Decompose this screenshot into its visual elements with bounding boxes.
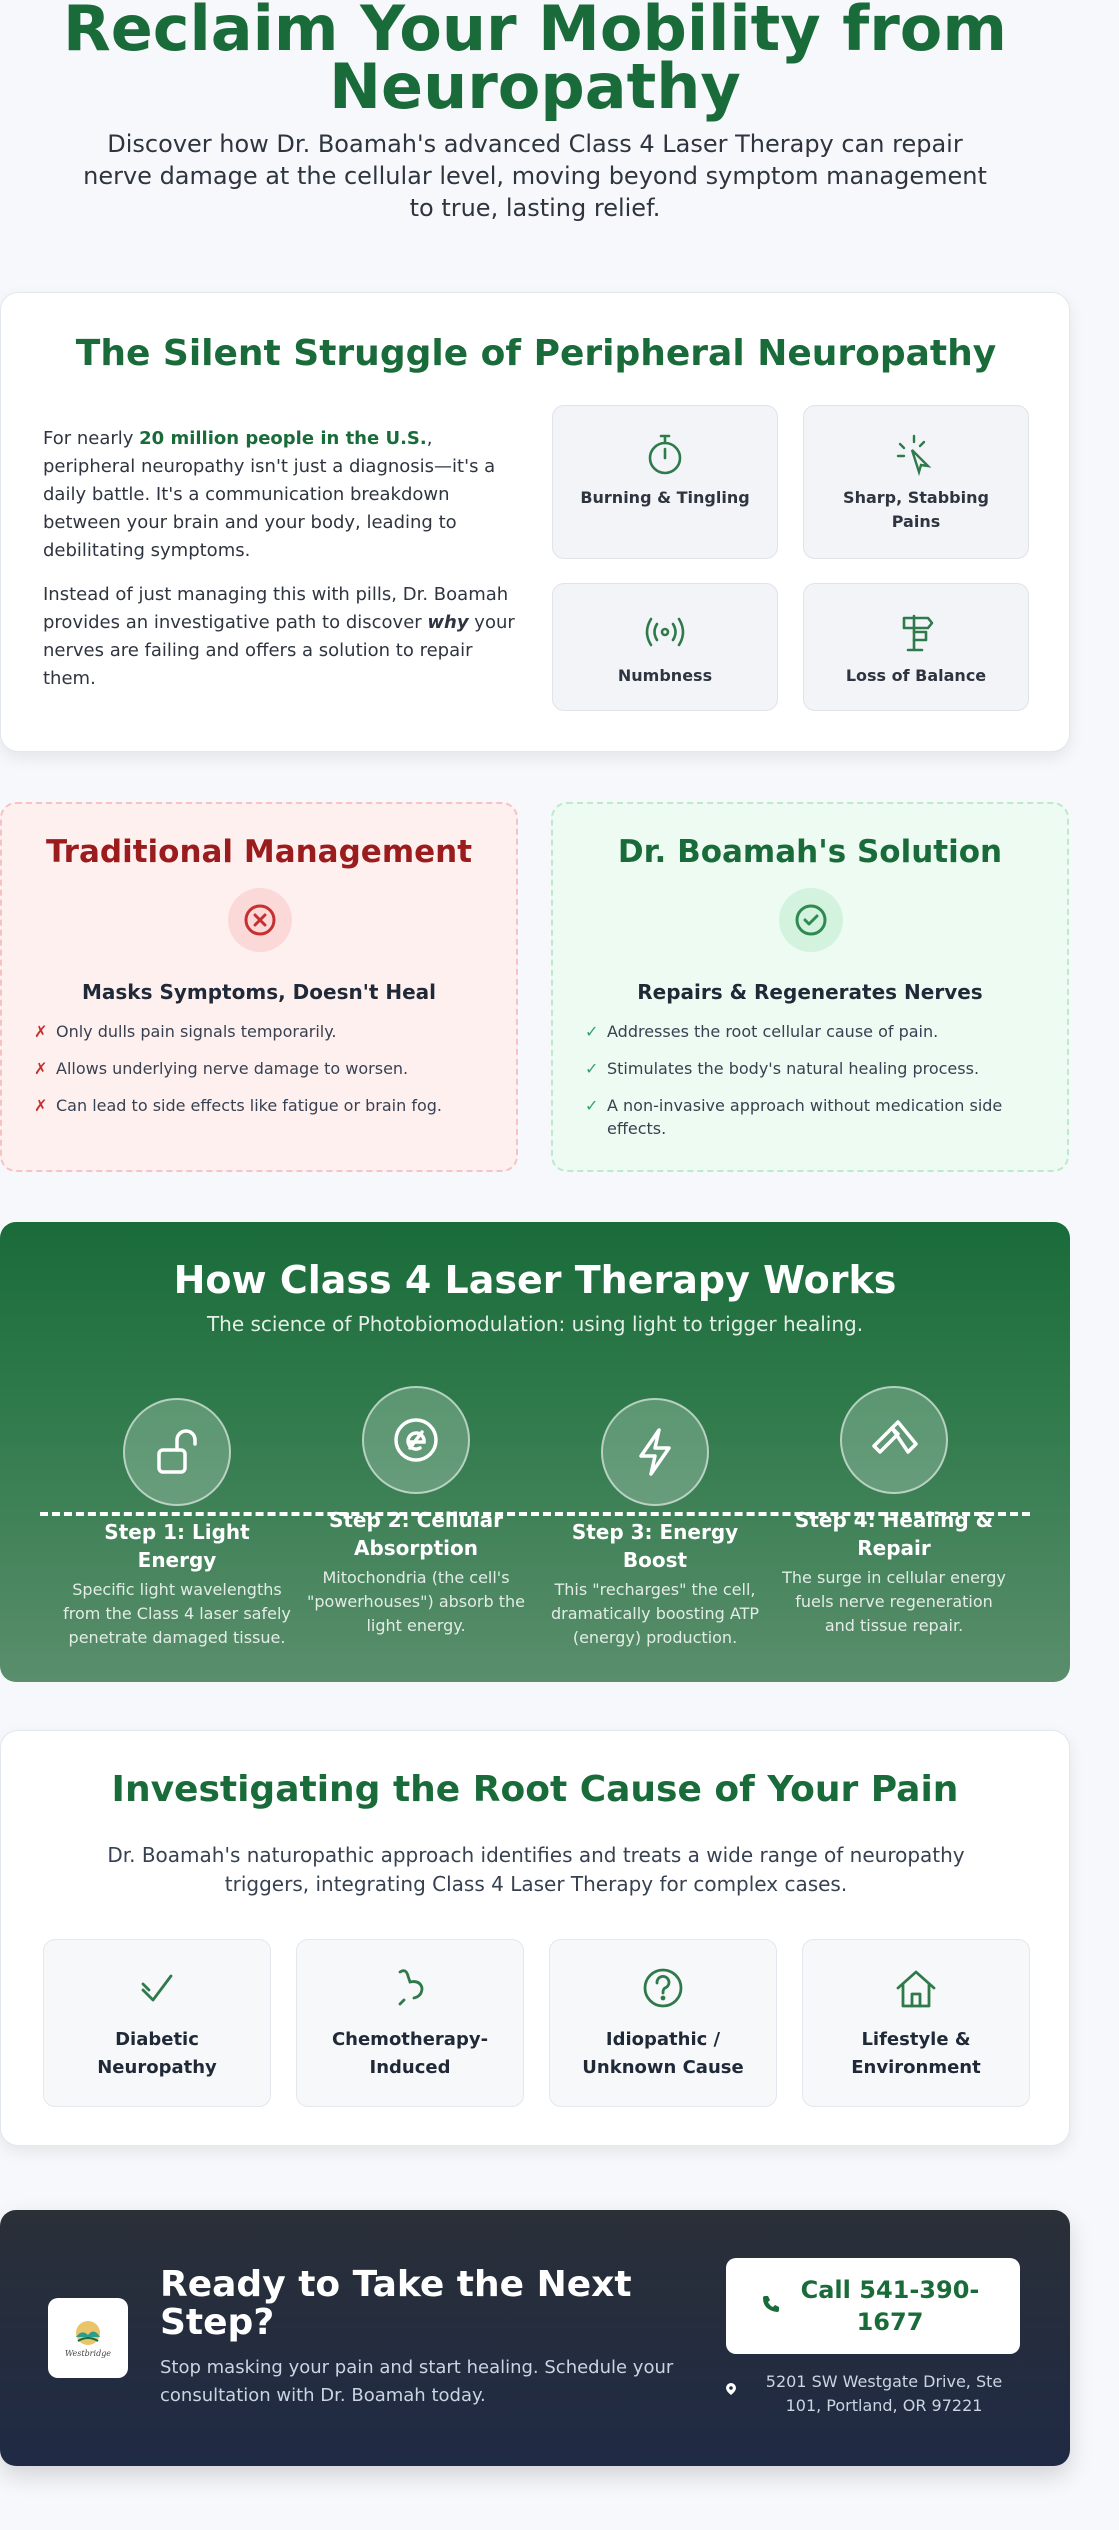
how-subtitle: The science of Photobiomodulation: using… (206, 1312, 864, 1336)
step-2: Step 2: Cellular Absorption Mitochondria… (301, 1386, 531, 1638)
lightning-icon (601, 1398, 709, 1506)
traditional-list: ✗Only dulls pain signals temporarily. ✗A… (34, 1020, 494, 1131)
how-title: How Class 4 Laser Therapy Works (173, 1258, 897, 1302)
step-description: This "recharges" the cell, dramatically … (551, 1580, 759, 1647)
solution-title: Dr. Boamah's Solution (617, 834, 1003, 870)
cause-label: Diabetic Neuropathy (97, 2029, 217, 2078)
solution-card: Dr. Boamah's Solution Repairs & Regenera… (551, 802, 1069, 1172)
list-item: ✗Can lead to side effects like fatigue o… (34, 1096, 442, 1115)
struggle-paragraph-1: For nearly 20 million people in the U.S.… (43, 428, 496, 561)
solution-list: ✓Addresses the root cellular cause of pa… (585, 1020, 1045, 1154)
statistic-highlight: 20 million people in the U.S. (139, 428, 427, 449)
page-title: Reclaim Your Mobility from Neuropathy (63, 0, 1007, 123)
struggle-section: The Silent Struggle of Peripheral Neurop… (0, 292, 1070, 752)
cause-card-lifestyle: Lifestyle & Environment (802, 1939, 1030, 2107)
check-mark-icon: ✓ (585, 1022, 599, 1041)
symptom-card-sharp-pains: Sharp, Stabbing Pains (803, 405, 1029, 559)
x-mark-icon: ✗ (34, 1059, 48, 1078)
step-title: Step 3: Energy Boost (571, 1520, 739, 1572)
step-description: Mitochondria (the cell's "powerhouses") … (307, 1568, 525, 1635)
cause-label: Chemotherapy-Induced (331, 2029, 489, 2078)
symptom-card-balance: Loss of Balance (803, 583, 1029, 711)
address-text: 5201 SW Westgate Drive, Ste 101, Portlan… (765, 2372, 1003, 2415)
unlock-icon (123, 1398, 231, 1506)
emphasis-why: why (427, 612, 469, 633)
check-mark-icon: ✓ (585, 1096, 599, 1115)
cta-title: Ready to Take the Next Step? (160, 2264, 632, 2343)
x-mark-icon: ✗ (34, 1022, 48, 1041)
how-it-works-section: How Class 4 Laser Therapy Works The scie… (0, 1222, 1070, 1682)
signal-waves-icon (553, 610, 777, 654)
ribbon-icon (297, 1966, 523, 2010)
symptom-label: Numbness (617, 666, 713, 685)
call-button[interactable]: Call 541-390-1677 (726, 2258, 1020, 2354)
root-title: Investigating the Root Cause of Your Pai… (111, 1769, 959, 1810)
cause-card-chemotherapy: Chemotherapy-Induced (296, 1939, 524, 2107)
timer-icon (553, 432, 777, 476)
hero-subtitle: Discover how Dr. Boamah's advanced Class… (83, 130, 987, 222)
question-icon (550, 1966, 776, 2010)
clinic-logo: Westbridge (48, 2298, 128, 2378)
cause-label: Idiopathic / Unknown Cause (582, 2029, 744, 2078)
cell-icon (362, 1386, 470, 1494)
list-item: ✓Addresses the root cellular cause of pa… (585, 1022, 939, 1041)
clinic-address: 5201 SW Westgate Drive, Ste 101, Portlan… (726, 2370, 1020, 2418)
check-drop-icon (44, 1966, 270, 2010)
struggle-paragraph-2: Instead of just managing this with pills… (43, 584, 515, 689)
symptom-label: Loss of Balance (845, 666, 987, 685)
cause-card-diabetic: Diabetic Neuropathy (43, 1939, 271, 2107)
symptom-card-burning: Burning & Tingling (552, 405, 778, 559)
list-item: ✗Only dulls pain signals temporarily. (34, 1022, 337, 1041)
check-circle-icon (779, 888, 843, 952)
symptom-label: Sharp, Stabbing Pains (843, 488, 989, 531)
struggle-title: The Silent Struggle of Peripheral Neurop… (75, 333, 997, 374)
traditional-management-card: Traditional Management Masks Symptoms, D… (0, 802, 518, 1172)
step-1: Step 1: Light Energy Specific light wave… (62, 1398, 292, 1650)
home-icon (803, 1966, 1029, 2010)
step-description: Specific light wavelengths from the Clas… (63, 1580, 291, 1647)
pointer-burst-icon (804, 432, 1028, 476)
list-item: ✓A non-invasive approach without medicat… (585, 1096, 1003, 1138)
cta-subtitle: Stop masking your pain and start healing… (160, 2357, 674, 2406)
cause-card-idiopathic: Idiopathic / Unknown Cause (549, 1939, 777, 2107)
step-title: Step 4: Healing & Repair (794, 1508, 994, 1560)
traditional-subtitle: Masks Symptoms, Doesn't Heal (81, 980, 437, 1004)
solution-subtitle: Repairs & Regenerates Nerves (637, 980, 983, 1004)
step-connector (40, 1512, 1030, 1516)
root-subtitle: Dr. Boamah's naturopathic approach ident… (107, 1843, 965, 1896)
phone-icon (761, 2294, 781, 2318)
root-cause-section: Investigating the Root Cause of Your Pai… (0, 1730, 1070, 2146)
bandage-icon (840, 1386, 948, 1494)
step-description: The surge in cellular energy fuels nerve… (782, 1568, 1006, 1635)
step-title: Step 2: Cellular Absorption (328, 1508, 504, 1560)
step-title: Step 1: Light Energy (104, 1520, 250, 1572)
list-item: ✓Stimulates the body's natural healing p… (585, 1059, 980, 1078)
x-circle-icon (228, 888, 292, 952)
list-item: ✗Allows underlying nerve damage to worse… (34, 1059, 409, 1078)
sign-post-icon (804, 610, 1028, 654)
symptom-label: Burning & Tingling (580, 488, 750, 507)
cause-label: Lifestyle & Environment (851, 2029, 981, 2078)
step-3: Step 3: Energy Boost This "recharges" th… (540, 1398, 770, 1650)
step-4: Step 4: Healing & Repair The surge in ce… (779, 1386, 1009, 1638)
cta-section: Westbridge Ready to Take the Next Step? … (0, 2210, 1070, 2466)
traditional-title: Traditional Management (45, 834, 473, 870)
x-mark-icon: ✗ (34, 1096, 48, 1115)
check-mark-icon: ✓ (585, 1059, 599, 1078)
symptom-card-numbness: Numbness (552, 583, 778, 711)
call-button-label: Call 541-390-1677 (800, 2276, 980, 2336)
map-pin-icon (726, 2378, 736, 2402)
